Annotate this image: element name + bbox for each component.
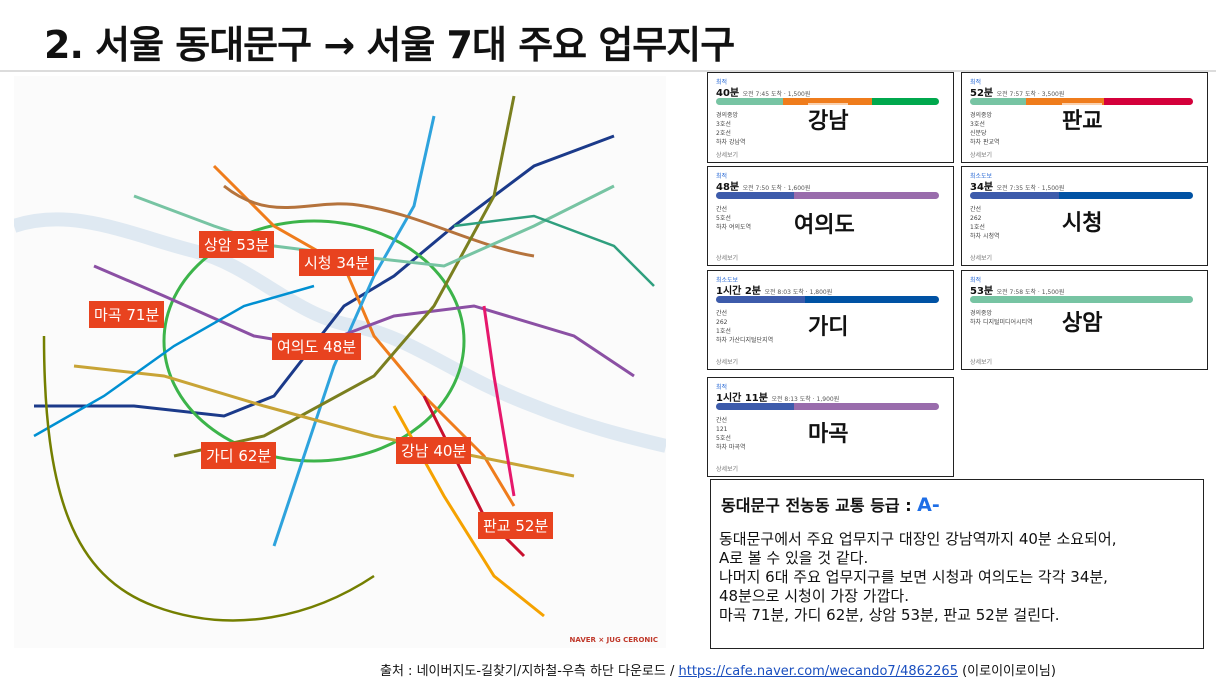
map-tag-gadi: 가디 62분 [201,442,277,469]
page-title: 2. 서울 동대문구 → 서울 7대 주요 업무지구 [44,23,735,67]
map-tag-yeouido: 여의도 48분 [272,333,362,360]
source-caption: 출처 : 네이버지도-길찾기/지하철-우측 하단 다운로드 / https://… [380,664,1056,679]
route-destination: 가디 [808,309,849,341]
subway-map-lines [14,95,666,622]
route-kind: 최적 [970,79,982,86]
map-tag-sicheong: 시청 34분 [299,249,375,276]
details-link[interactable]: 상세보기 [970,255,993,262]
title-divider [0,70,1216,72]
route-time: 1시간 11분 오전 8:13 도착 · 1,900원 [716,393,840,404]
details-link[interactable]: 상세보기 [970,152,993,159]
route-bar [716,192,939,199]
details-link[interactable]: 상세보기 [716,152,739,159]
route-bar [970,192,1193,199]
map-tag-pangyo: 판교 52분 [478,512,554,539]
map-tag-magok: 마곡 71분 [89,301,165,328]
map-tag-sangam: 상암 53분 [199,231,275,258]
route-kind: 최적 [716,173,728,180]
route-time: 53분 오전 7:58 도착 · 1,500원 [970,286,1065,297]
route-destination: 강남 [808,103,849,135]
route-destination: 상암 [1062,305,1103,337]
route-kind: 최적 [970,277,982,284]
route-time: 48분 오전 7:50 도착 · 1,600원 [716,182,811,193]
grade-heading: 동대문구 전농동 교통 등급 : A- [721,494,940,516]
route-destination: 판교 [1062,103,1103,135]
grade-value: A- [917,494,940,516]
grade-description: 동대문구에서 주요 업무지구 대장인 강남역까지 40분 소요되어, A로 볼 … [719,530,1117,624]
details-link[interactable]: 상세보기 [716,359,739,366]
route-time: 1시간 2분 오전 8:03 도착 · 1,800원 [716,286,833,297]
grade-summary-box: 동대문구 전농동 교통 등급 : A- 동대문구에서 주요 업무지구 대장인 강… [710,479,1204,649]
route-kind: 최적 [716,384,728,391]
route-bar [970,296,1193,303]
route-time: 34분 오전 7:35 도착 · 1,500원 [970,182,1065,193]
route-destination: 여의도 [794,207,855,239]
route-destination: 시청 [1062,205,1103,237]
route-bar [716,403,939,410]
route-kind: 최소도보 [716,277,739,284]
route-time: 40분 오전 7:45 도착 · 1,500원 [716,88,811,99]
route-kind: 최소도보 [970,173,993,180]
map-credit: NAVER × JUG CERONIC [569,636,658,644]
route-bar [716,98,939,105]
subway-map: NAVER × JUG CERONIC [14,76,666,648]
details-link[interactable]: 상세보기 [716,466,739,473]
route-bar [716,296,939,303]
map-tag-gangnam: 강남 40분 [396,437,472,464]
source-link[interactable]: https://cafe.naver.com/wecando7/4862265 [678,664,958,679]
details-link[interactable]: 상세보기 [970,359,993,366]
route-destination: 마곡 [808,416,849,448]
route-kind: 최적 [716,79,728,86]
route-bar [970,98,1193,105]
details-link[interactable]: 상세보기 [716,255,739,262]
route-time: 52분 오전 7:57 도착 · 3,500원 [970,88,1065,99]
